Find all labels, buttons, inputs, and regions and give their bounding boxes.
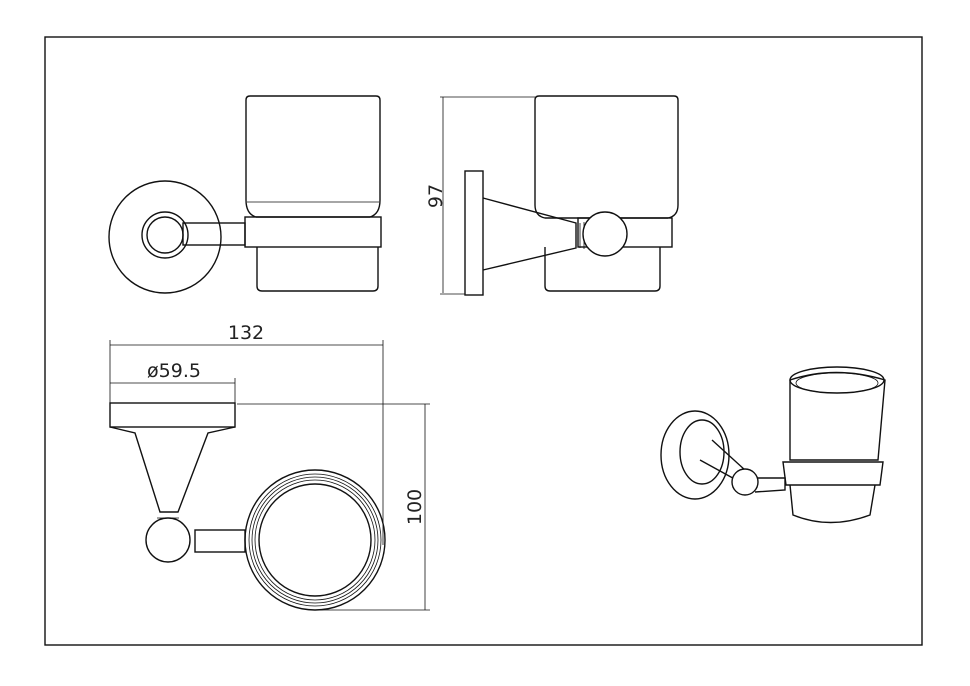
cup-top	[245, 95, 381, 218]
iso-band	[782, 461, 884, 486]
front-view	[108, 95, 382, 294]
dim-label-height: 97	[425, 184, 447, 208]
wall-plate	[108, 180, 222, 294]
iso-arm	[754, 477, 786, 493]
top-arm	[194, 529, 246, 553]
dim-label-width: 132	[228, 322, 264, 344]
plate-ring-inner	[146, 216, 184, 254]
side-holder-band	[577, 217, 673, 248]
side-plate	[464, 170, 484, 296]
drawing-border	[44, 36, 923, 646]
dim-label-depth: 100	[404, 489, 426, 525]
cup-ring	[248, 473, 382, 607]
iso-plate	[660, 410, 730, 500]
side-ball	[582, 211, 628, 257]
holder-band	[244, 216, 382, 248]
cup-ring-outer	[244, 469, 386, 611]
side-cup-top	[534, 95, 679, 219]
cup-ring	[251, 476, 379, 604]
cup-bottom	[256, 247, 379, 292]
arm	[182, 222, 246, 246]
plate-ring-outer	[141, 211, 189, 259]
perspective-view	[660, 366, 886, 524]
side-cup-bottom	[544, 247, 661, 292]
top-ball	[145, 517, 191, 563]
cup-ring	[254, 479, 376, 601]
iso-cup-bottom	[789, 484, 876, 524]
side-view: 97	[425, 95, 679, 296]
iso-cup-rim-inner	[795, 372, 879, 394]
top-cone	[109, 426, 236, 513]
iso-cup-top	[789, 371, 886, 461]
side-cone	[482, 197, 577, 271]
cup-ring-inner	[258, 483, 372, 597]
iso-plate-inner	[679, 419, 725, 485]
top-plate	[109, 402, 236, 428]
iso-ball	[731, 468, 759, 496]
top-view: 132 ø59.5 100	[109, 322, 430, 611]
dim-label-diameter: ø59.5	[147, 360, 201, 382]
